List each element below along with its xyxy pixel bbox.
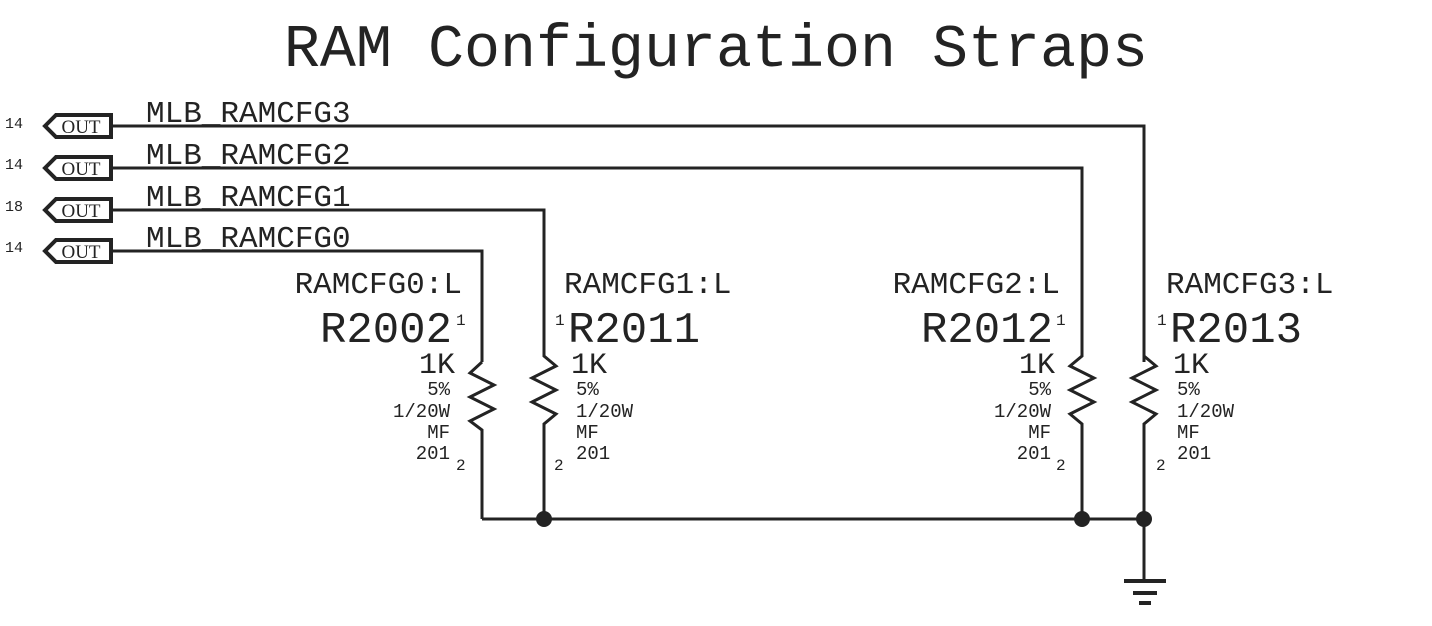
type-label: MF (1028, 422, 1051, 444)
stuff-option-label: RAMCFG3:L (1166, 268, 1333, 303)
page-ref-label: 18 (5, 199, 23, 216)
junction-dot (1074, 511, 1090, 527)
pin2-label: 2 (456, 457, 466, 475)
ground-icon (1124, 579, 1166, 605)
package-label: 201 (1017, 443, 1051, 465)
type-label: MF (576, 422, 599, 444)
refdes-label: R2012 (921, 306, 1053, 356)
port-direction-label: OUT (61, 242, 100, 263)
port-mlb-ramcfg1[interactable]: 18 OUT MLB_RAMCFG1 (5, 181, 351, 223)
port-direction-label: OUT (61, 201, 100, 222)
off-page-output-icon (42, 155, 113, 181)
off-page-output-icon (42, 238, 113, 264)
resistor-r2013[interactable]: RAMCFG3:L R2013 1 1K 5% 1/20W MF 201 2 (1128, 268, 1333, 519)
wire-mlb-ramcfg3[interactable] (113, 124, 1146, 362)
pin1-label: 1 (1056, 312, 1066, 330)
resistor-r2011[interactable]: RAMCFG1:L R2011 1 1K 5% 1/20W MF 201 2 (528, 268, 731, 519)
resistor-r2002[interactable]: RAMCFG0:L R2002 1 1K 5% 1/20W MF 201 2 (295, 268, 498, 519)
value-label: 1K (419, 349, 455, 383)
page-ref-label: 14 (5, 116, 23, 133)
pin2-label: 2 (1156, 457, 1166, 475)
resistor-zigzag-icon (528, 352, 560, 519)
package-label: 201 (416, 443, 450, 465)
power-label: 1/20W (1177, 401, 1235, 423)
value-label: 1K (1173, 349, 1209, 383)
package-label: 201 (1177, 443, 1211, 465)
power-label: 1/20W (393, 401, 451, 423)
wire-mlb-ramcfg0[interactable] (113, 249, 484, 362)
resistor-zigzag-icon (466, 360, 498, 519)
stuff-option-label: RAMCFG1:L (564, 268, 731, 303)
stuff-option-label: RAMCFG2:L (893, 268, 1060, 303)
tolerance-label: 5% (1177, 379, 1200, 401)
junction-dot (536, 511, 552, 527)
stuff-option-label: RAMCFG0:L (295, 268, 462, 303)
tolerance-label: 5% (1028, 379, 1051, 401)
port-mlb-ramcfg0[interactable]: 14 OUT MLB_RAMCFG0 (5, 222, 351, 264)
off-page-output-icon (42, 197, 113, 223)
package-label: 201 (576, 443, 610, 465)
port-direction-label: OUT (61, 159, 100, 180)
off-page-output-icon (42, 113, 113, 139)
wire-mlb-ramcfg1[interactable] (113, 208, 546, 352)
value-label: 1K (571, 349, 607, 383)
port-direction-label: OUT (61, 117, 100, 138)
page-title: RAM Configuration Straps (284, 17, 1148, 85)
value-label: 1K (1019, 349, 1055, 383)
resistor-r2012[interactable]: RAMCFG2:L R2012 1 1K 5% 1/20W MF 201 2 (893, 268, 1098, 519)
pin2-label: 2 (554, 457, 564, 475)
power-label: 1/20W (994, 401, 1052, 423)
page-ref-label: 14 (5, 157, 23, 174)
tolerance-label: 5% (576, 379, 599, 401)
page-ref-label: 14 (5, 240, 23, 257)
refdes-label: R2002 (320, 306, 452, 356)
pin2-label: 2 (1056, 457, 1066, 475)
resistor-zigzag-icon (1128, 352, 1160, 519)
type-label: MF (427, 422, 450, 444)
port-mlb-ramcfg2[interactable]: 14 OUT MLB_RAMCFG2 (5, 139, 351, 181)
resistor-zigzag-icon (1066, 352, 1098, 519)
tolerance-label: 5% (427, 379, 450, 401)
pin1-label: 1 (555, 312, 565, 330)
pin1-label: 1 (456, 312, 466, 330)
wire-mlb-ramcfg2[interactable] (113, 166, 1084, 352)
pin1-label: 1 (1157, 312, 1167, 330)
type-label: MF (1177, 422, 1200, 444)
power-label: 1/20W (576, 401, 634, 423)
refdes-label: R2011 (568, 306, 700, 356)
refdes-label: R2013 (1170, 306, 1302, 356)
port-mlb-ramcfg3[interactable]: 14 OUT MLB_RAMCFG3 (5, 97, 351, 139)
